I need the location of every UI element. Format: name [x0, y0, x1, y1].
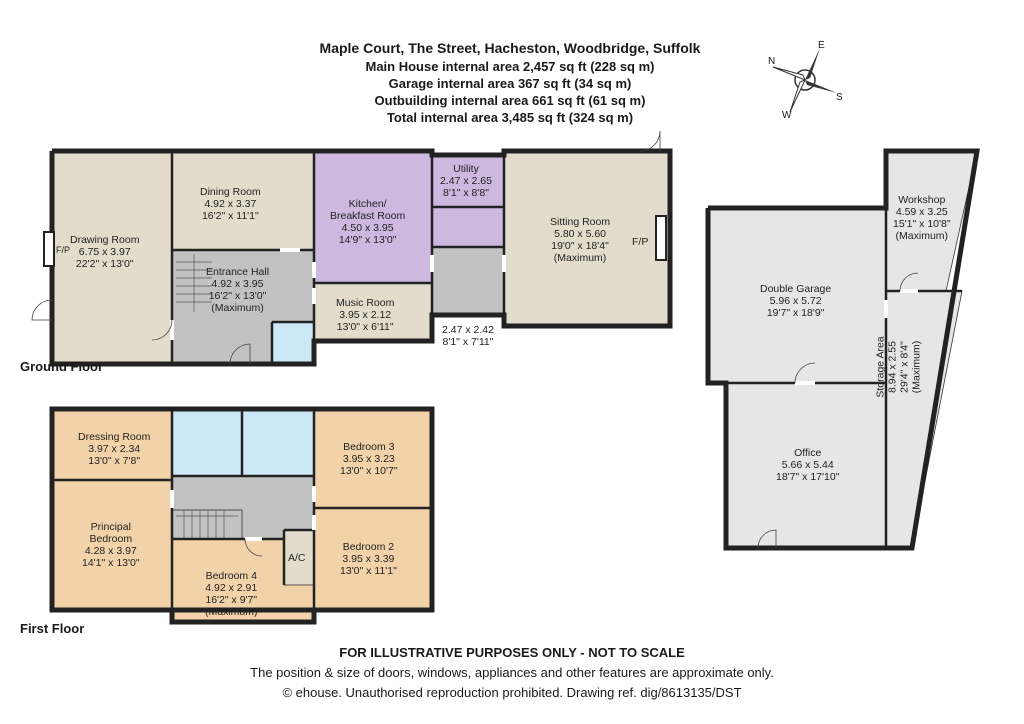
bathroom: [241, 408, 315, 477]
office-room: [725, 382, 887, 549]
compass-icon: N E S W: [760, 40, 850, 125]
ac-cupboard: [283, 529, 315, 586]
double-garage: [707, 207, 887, 384]
copyright-note: © ehouse. Unauthorised reproduction proh…: [282, 685, 742, 700]
compass-e: E: [818, 40, 825, 51]
inner-lobby: [431, 246, 505, 316]
utility-passage: [431, 206, 505, 248]
bedroom-2: [313, 507, 433, 611]
storage-area: [885, 290, 963, 549]
drawing-fireplace-label: F/P: [56, 245, 71, 255]
sitting-fireplace-label: F/P: [632, 236, 649, 248]
drawing-room: [51, 150, 173, 365]
address-title: Maple Court, The Street, Hacheston, Wood…: [319, 40, 701, 56]
compass-w: W: [782, 110, 792, 121]
disclaimer-note: The position & size of doors, windows, a…: [250, 665, 774, 680]
first-floor-label: First Floor: [20, 621, 85, 636]
ensuite: [171, 408, 243, 477]
total-area: Total internal area 3,485 sq ft (324 sq …: [386, 110, 634, 125]
cloakroom: [271, 321, 315, 365]
ac-label: A/C: [288, 552, 306, 564]
compass-s: S: [836, 92, 843, 103]
main-house-area: Main House internal area 2,457 sq ft (22…: [365, 59, 655, 74]
garage-area: Garage internal area 367 sq ft (34 sq m): [388, 76, 632, 91]
principal-bedroom: [51, 479, 173, 611]
outbuilding-area: Outbuilding internal area 661 sq ft (61 …: [374, 93, 646, 108]
compass-n: N: [768, 56, 776, 67]
ground-floor-label: Ground Floor: [20, 359, 104, 374]
disclaimer-title: FOR ILLUSTRATIVE PURPOSES ONLY - NOT TO …: [339, 645, 685, 660]
